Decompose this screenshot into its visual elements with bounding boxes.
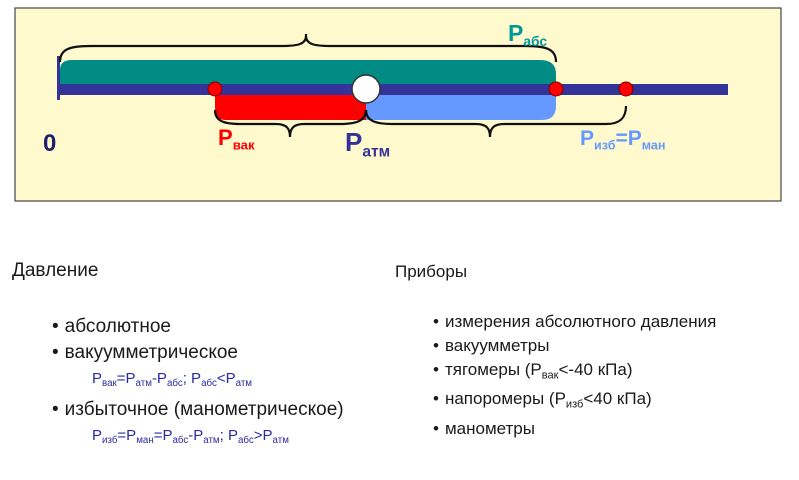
formula-token: абс <box>237 434 254 446</box>
gauge-pressure-label: Pизб=Pман <box>580 127 666 153</box>
device-item-draft-gauges: •тягомеры (Pвак<-40 кПа) <box>433 360 633 382</box>
absolute-point <box>548 81 564 97</box>
atmospheric-pressure-label: Pатм <box>345 127 391 161</box>
absolute-pressure-band <box>60 60 556 84</box>
vacuum-formula: Pвак=Pатм-Pабс; Pабс<Pатм <box>52 366 344 397</box>
zero-label: 0 <box>43 130 57 157</box>
vacuum-point <box>207 81 223 97</box>
pressure-axis <box>58 84 728 95</box>
formula-token: изб <box>102 434 118 446</box>
device-item-vacuum-gauges: •вакуумметры <box>433 336 550 355</box>
formula-token: >P <box>253 426 273 444</box>
pressure-item-vacuum: •вакуумметрическое <box>52 342 238 363</box>
formula-token: <P <box>216 370 236 387</box>
formula-token: вак <box>102 377 117 389</box>
formula-token: атм <box>235 377 252 389</box>
pressure-types-list: •абсолютное •вакуумметрическое Pвак=Pатм… <box>52 314 344 454</box>
pressure-item-gauge: •избыточное (манометрическое) <box>52 398 344 420</box>
pressure-heading: Давление <box>12 260 99 281</box>
pressure-diagram <box>14 7 782 202</box>
formula-token: -P <box>151 370 167 387</box>
formula-token: =P <box>117 426 137 444</box>
formula-token: P <box>92 426 103 444</box>
formula-token: абс <box>166 377 183 389</box>
formula-token: =P <box>116 370 136 387</box>
formula-token: атм <box>272 434 289 446</box>
vacuum-brace <box>213 109 368 138</box>
formula-token: атм <box>135 377 152 389</box>
formula-token: P <box>92 370 103 387</box>
vacuum-pressure-label: Pвак <box>218 125 255 153</box>
atmospheric-point <box>351 74 381 104</box>
device-item-pressure-gauges-low: •напоромеры (Pизб<40 кПа) <box>433 389 652 411</box>
gauge-point <box>618 81 634 97</box>
formula-token: атм <box>203 434 220 446</box>
gauge-pressure-band <box>366 95 556 120</box>
devices-list: •измерения абсолютного давления •вакуумм… <box>433 310 716 441</box>
formula-token: ; P <box>182 370 202 387</box>
pressure-item-absolute: •абсолютное <box>52 316 172 337</box>
absolute-pressure-label: Pабс <box>508 20 548 49</box>
vacuum-pressure-band <box>215 95 366 120</box>
zero-tick <box>57 56 60 100</box>
device-item-absolute: •измерения абсолютного давления <box>433 312 717 331</box>
formula-token: -P <box>188 426 204 444</box>
formula-token: ; P <box>219 426 238 444</box>
gauge-formula: Pизб=Pман=Pабс-Pатм; Pабс>Pатм <box>52 423 344 454</box>
gauge-brace <box>364 105 628 138</box>
formula-token: =P <box>153 426 173 444</box>
formula-token: абс <box>172 434 189 446</box>
formula-token: абс <box>201 377 217 389</box>
devices-heading: Приборы <box>395 262 468 281</box>
device-item-manometers: •манометры <box>433 418 535 438</box>
formula-token: ман <box>136 434 154 446</box>
